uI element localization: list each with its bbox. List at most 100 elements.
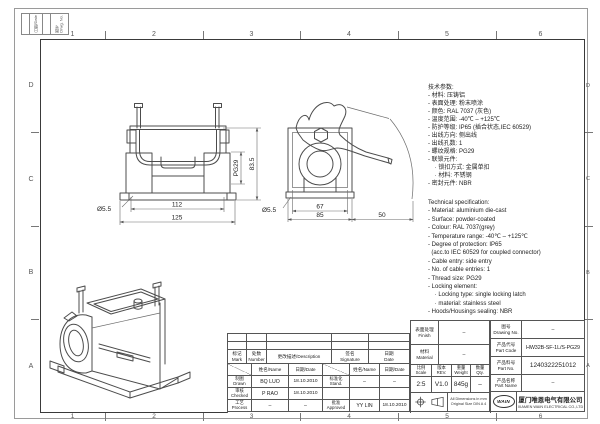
subheader-name: 姓名/Name xyxy=(252,364,289,376)
zone-tick xyxy=(31,226,39,227)
material-label: 材料 Material xyxy=(411,345,439,365)
spec-line: - Hoods/Housings sealing: NBR xyxy=(428,309,513,316)
projection-symbols-cell xyxy=(411,393,448,412)
part-name-label: 产品名称 Part Name xyxy=(491,375,522,392)
part-no-label: 产品料号 Part No. xyxy=(491,357,522,375)
zone-label: D xyxy=(586,82,590,89)
standard-date: – xyxy=(380,376,410,388)
spec-line: (acc.to IEC 60529 for coupled connector) xyxy=(428,250,541,257)
signature-table: 姓名/Name 日期/Date 姓名/Name 日期/Date 制图 Drawn… xyxy=(227,364,410,413)
zone-tick xyxy=(203,413,204,421)
process-name: – xyxy=(252,400,289,412)
spec-line: - 材料: 压铸铝 xyxy=(428,93,465,99)
material-value: – xyxy=(439,345,490,365)
zone-strip-bottom: 1 2 3 4 5 6 xyxy=(40,413,585,422)
checked-name: P RAO xyxy=(252,388,289,400)
company-logo-cell: WAIN xyxy=(491,392,517,412)
zone-tick xyxy=(31,132,39,133)
zone-label: A xyxy=(28,362,34,370)
approved-date: 18.10.2010 xyxy=(380,400,410,412)
zone-label: 4 xyxy=(347,413,351,420)
zone-tick xyxy=(585,132,593,133)
approved-role-label: 批准 Approved xyxy=(323,400,350,412)
checked-role-label: 审核 Checked xyxy=(228,388,252,400)
finish-material-table: 表面处理 Finish – 材料 Material – xyxy=(410,320,490,365)
zone-strip-top: 1 2 3 4 5 6 xyxy=(40,22,585,38)
isometric-view xyxy=(49,281,191,399)
revision-header-number: 处数 Number xyxy=(247,350,267,364)
spec-line: - 密封元件: NBR xyxy=(428,181,472,187)
diagonal-cell xyxy=(228,364,252,376)
empty-cell xyxy=(380,388,410,400)
zone-label: 6 xyxy=(538,413,543,420)
drawn-role-label: 制图 Drawn xyxy=(228,376,252,388)
zone-tick xyxy=(496,31,497,39)
part-code-value: HW32B-SF-1L/S-PG29 xyxy=(522,339,585,357)
process-role-label: 工艺 Process xyxy=(228,400,252,412)
projection-symbols xyxy=(415,396,444,408)
revision-empty-cell xyxy=(267,334,332,342)
spec-line: - Degree of protection: IP65 xyxy=(428,242,502,249)
zone-strip-right: D C B A xyxy=(585,39,591,413)
corner-empty-cell xyxy=(22,14,30,34)
zone-tick xyxy=(398,31,399,39)
weight-value: 845g xyxy=(452,377,471,393)
part-no-value: 1240322251012 xyxy=(522,357,585,375)
revision-empty-cell xyxy=(332,342,369,350)
spec-line: - 出线方向: 侧出线 xyxy=(428,133,477,139)
zone-label: C xyxy=(586,176,590,183)
zone-label: A xyxy=(586,363,590,370)
zone-label: 3 xyxy=(249,413,254,420)
drawing-no-value: – xyxy=(522,321,585,339)
spec-line: - Locking element: xyxy=(428,284,478,291)
zone-strip-left: D C B A xyxy=(24,39,38,413)
corner-date-cell: 日期/Date xyxy=(30,14,43,34)
qty-label: 数量 Qty. xyxy=(471,365,490,377)
zone-label: 4 xyxy=(347,31,351,38)
spec-line: - 出线孔数: 1 xyxy=(428,141,463,147)
dim-front-hole: Ø5.5 xyxy=(97,206,111,213)
subheader-date: 日期/Date xyxy=(380,364,410,376)
diagonal-cell xyxy=(323,364,350,376)
spec-line: - 防护等级: IP65 (插合状态,IEC 60529) xyxy=(428,125,532,131)
corner-empty-cell xyxy=(43,14,51,34)
revision-header-signature: 签名 Signature xyxy=(332,350,369,364)
spec-line: - 表面处理: 粉末喷涂 xyxy=(428,101,483,107)
zone-tick xyxy=(203,31,204,39)
zone-tick xyxy=(105,31,106,39)
part-code-label: 产品代号 Part Code xyxy=(491,339,522,357)
spec-line: · 材料: 不锈钢 xyxy=(428,173,472,179)
revision-empty-cell xyxy=(228,334,247,342)
spec-line: - Colour: RAL 7037(grey) xyxy=(428,225,495,232)
weight-label: 重量 Weight xyxy=(452,365,471,377)
revision-header-mark: 标记 Mark xyxy=(228,350,247,364)
zone-label: 3 xyxy=(249,31,254,38)
revision-empty-cell xyxy=(332,334,369,342)
zone-label: 1 xyxy=(70,413,75,420)
subheader-date: 日期/Date xyxy=(289,364,323,376)
zone-tick xyxy=(496,413,497,421)
drawn-name: BQ LUO xyxy=(252,376,289,388)
zone-label: 2 xyxy=(152,31,156,38)
company-table: WAIN 厦门唯恩电气有限公司 XIAMEN WAIN ELECTRICAL C… xyxy=(490,392,585,413)
wain-logo: WAIN xyxy=(492,395,515,408)
zone-label: D xyxy=(28,82,34,90)
zone-label: 2 xyxy=(152,413,156,420)
revision-empty-cell xyxy=(247,334,267,342)
zone-tick xyxy=(585,226,593,227)
side-view-dimensions: Ø5.5 67 85 50 xyxy=(262,190,414,222)
spec-line: - Cable entry: side entry xyxy=(428,258,492,265)
spec-line: - Thread size: PG29 xyxy=(428,275,482,282)
zone-tick xyxy=(31,319,39,320)
drawn-date: 18.10.2010 xyxy=(289,376,323,388)
dim-side-inner-width: 67 xyxy=(316,204,324,211)
dim-side-body-width: 85 xyxy=(316,212,324,219)
spec-line: - Temperature range: -40℃ – +125℃ xyxy=(428,233,528,240)
zone-label: B xyxy=(586,269,590,276)
tech-specs-english: Technical specification: - Material: alu… xyxy=(428,199,588,317)
standard-role-label: 标准化 Stand. xyxy=(323,376,350,388)
process-date: – xyxy=(289,400,323,412)
spec-line: - 螺纹规格: PG29 xyxy=(428,149,475,155)
